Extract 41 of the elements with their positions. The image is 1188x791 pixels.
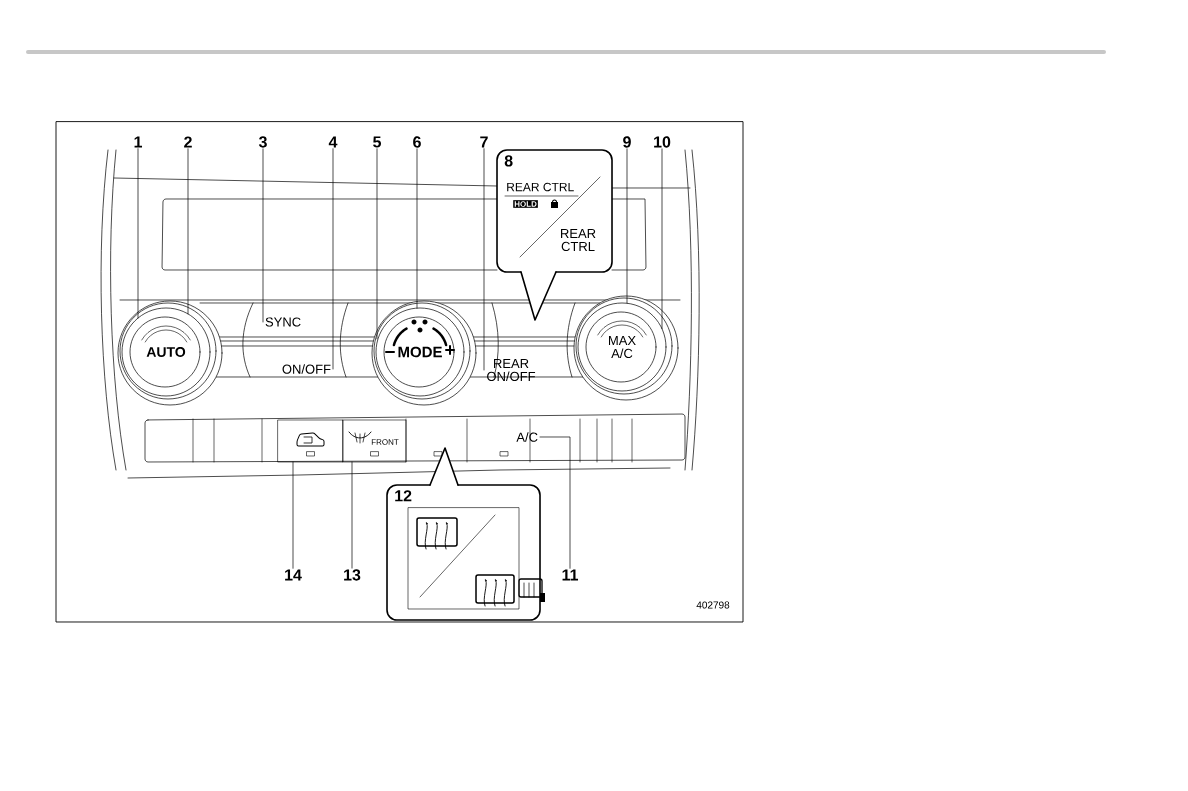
leader-line (416, 148, 418, 309)
callout-balloon (496, 149, 613, 321)
leader-line (187, 148, 189, 315)
callout-number: 12 (395, 490, 412, 502)
knob: MODE (375, 307, 465, 397)
leader-line (376, 148, 378, 340)
leader-line (262, 148, 264, 323)
callout-number: 6 (413, 136, 421, 148)
callout-number: 13 (344, 569, 361, 581)
callout-number: 5 (373, 136, 381, 148)
button-label: SYNC (265, 317, 301, 327)
callout-balloon (386, 447, 541, 621)
callout-number: 4 (328, 136, 338, 148)
knob: AUTO (121, 307, 211, 397)
leader-line (332, 148, 334, 370)
leader-line (539, 436, 571, 569)
leader-line (483, 148, 485, 371)
button-label: REAR ON/OFF (487, 358, 536, 382)
button-label: ON/OFF (282, 364, 331, 374)
button (277, 419, 344, 463)
hold-badge: HOLD (513, 200, 538, 208)
callout-number: 9 (623, 136, 631, 148)
callout-number: 2 (184, 136, 192, 148)
button-label: A/C (516, 432, 538, 442)
callout-number: 11 (562, 569, 578, 581)
figure-number: 402798 (696, 601, 730, 609)
knob: MAX A/C (577, 302, 667, 392)
callout-number: 3 (258, 136, 267, 148)
callout-number: 10 (654, 136, 671, 148)
button: FRONT (342, 419, 407, 463)
leader-line (626, 148, 628, 304)
callout-number: 14 (285, 569, 302, 581)
callout-number: 8 (504, 155, 513, 167)
leader-line (137, 148, 139, 319)
callout-number: 7 (480, 136, 488, 148)
callout-number: 1 (134, 136, 142, 148)
display-text: REAR CTRL (507, 182, 574, 192)
leader-line (351, 461, 353, 569)
leader-line (292, 461, 294, 569)
leader-line (661, 148, 663, 329)
display-text: REAR CTRL (561, 228, 596, 252)
